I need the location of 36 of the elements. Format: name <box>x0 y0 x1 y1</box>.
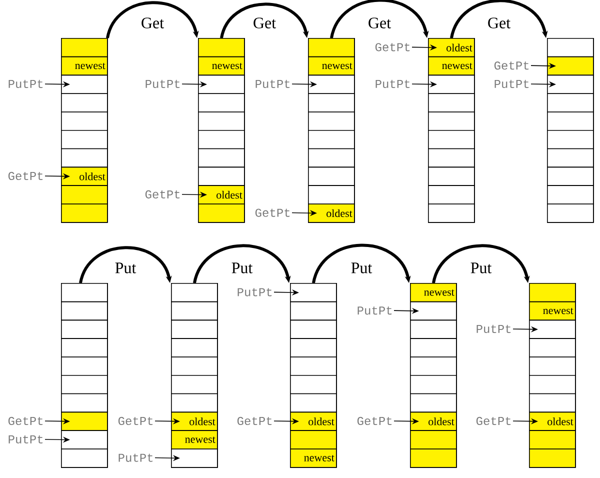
pointer-label: GetPt <box>118 416 153 426</box>
curved-arrow <box>432 244 530 284</box>
pointer-label: GetPt <box>476 416 511 426</box>
edge-label: Put <box>469 262 493 274</box>
pointer-label: GetPt <box>375 43 410 52</box>
edge-label: Put <box>114 262 138 274</box>
pointer-label: PutPt <box>358 306 392 315</box>
edge-label: Get <box>140 16 166 30</box>
curved-arrow <box>193 244 291 284</box>
edge-label: Put <box>350 262 374 274</box>
pointer-label: PutPt <box>8 435 43 444</box>
pointer-label: PutPt <box>476 324 511 334</box>
curved-arrow <box>220 2 309 38</box>
pointer-label: PutPt <box>238 288 272 296</box>
pointer-label: PutPt <box>494 80 529 88</box>
pointer-label: GetPt <box>237 416 272 426</box>
curved-arrow <box>450 0 548 38</box>
pointer-label: GetPt <box>494 62 529 70</box>
pointer-label: PutPt <box>146 80 180 88</box>
pointer-label: GetPt <box>145 190 180 198</box>
pointer-label: PutPt <box>8 80 43 88</box>
edge-label: Get <box>252 16 278 30</box>
pointer-label: GetPt <box>255 208 290 217</box>
pointer-label: PutPt <box>256 80 290 88</box>
curved-arrow <box>330 0 429 38</box>
edge-label: Get <box>366 16 392 30</box>
pointer-label: PutPt <box>376 80 410 88</box>
pointer-label: PutPt <box>118 454 153 462</box>
pointer-label: GetPt <box>8 172 43 180</box>
curved-arrow <box>106 1 199 38</box>
pointer-label: GetPt <box>357 416 392 426</box>
curved-arrow <box>79 246 172 284</box>
edge-label: Put <box>230 262 254 274</box>
pointer-label: GetPt <box>8 416 43 426</box>
curved-arrow <box>312 244 411 284</box>
edge-label: Get <box>486 16 512 30</box>
